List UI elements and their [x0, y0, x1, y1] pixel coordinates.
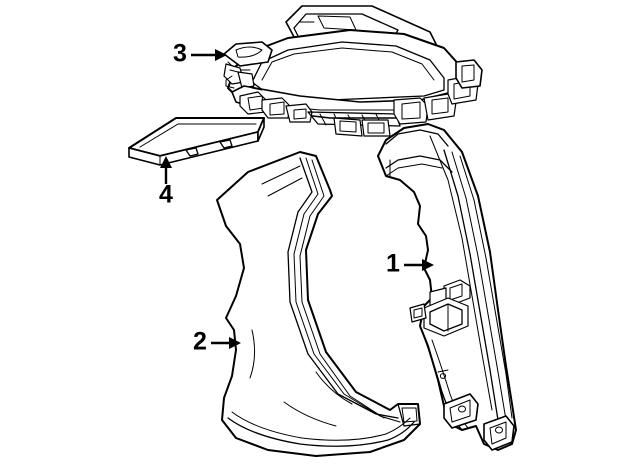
part-3-speaker-grille-assembly — [223, 5, 483, 137]
callout-4: 4 — [159, 156, 173, 209]
part-4-trim-cover-strip — [128, 117, 265, 166]
callout-4-number: 4 — [159, 181, 173, 209]
callout-1-arrowhead — [422, 259, 434, 271]
callout-1-number: 1 — [386, 250, 400, 278]
part-2-quarter-trim-panel — [216, 151, 421, 457]
callout-3-arrowhead — [215, 49, 227, 61]
part-1-pillar-garnish-trim — [377, 123, 517, 451]
callout-2-number: 2 — [193, 328, 207, 356]
callout-2-arrowhead — [229, 337, 241, 349]
callout-4-arrowhead — [160, 156, 172, 168]
callout-1: 1 — [386, 250, 434, 278]
callout-2: 2 — [193, 328, 241, 356]
callout-3: 3 — [173, 40, 227, 68]
callout-3-number: 3 — [173, 40, 187, 68]
